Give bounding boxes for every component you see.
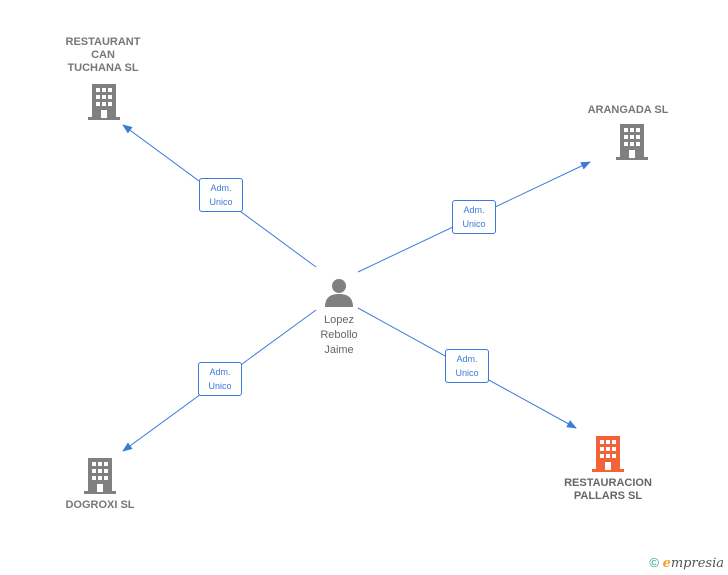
building-icon xyxy=(84,458,116,494)
edge-label-restauracion-pallars[interactable]: Adm. Unico xyxy=(445,349,489,383)
building-icon xyxy=(88,84,120,120)
copyright-icon: © xyxy=(649,555,659,570)
company-node-restauracion-pallars[interactable]: RESTAURACION PALLARS SL xyxy=(548,436,668,508)
person-name: Lopez Rebollo Jaime xyxy=(320,314,358,356)
edge-label-dogroxi[interactable]: Adm. Unico xyxy=(198,362,242,396)
edge-label-restaurant-can-tuchana[interactable]: Adm. Unico xyxy=(199,178,243,212)
person-node[interactable]: Lopez Rebollo Jaime xyxy=(297,276,381,360)
company-name: DOGROXI SL xyxy=(65,499,135,511)
footer-brand: © empresia xyxy=(649,555,724,571)
company-name: RESTAURANT CAN TUCHANA SL xyxy=(65,36,141,74)
edge-label-arangada[interactable]: Adm. Unico xyxy=(452,200,496,234)
brand-logo: empresia xyxy=(662,556,724,571)
building-icon xyxy=(616,124,648,160)
company-name: ARANGADA SL xyxy=(587,104,669,116)
building-icon-highlighted xyxy=(592,436,624,472)
company-node-dogroxi[interactable]: DOGROXI SL xyxy=(50,458,150,514)
company-node-arangada[interactable]: ARANGADA SL xyxy=(578,104,678,160)
person-icon xyxy=(325,279,353,307)
company-node-restaurant-can-tuchana[interactable]: RESTAURANT CAN TUCHANA SL xyxy=(48,36,158,122)
company-name: RESTAURACION PALLARS SL xyxy=(564,477,652,502)
